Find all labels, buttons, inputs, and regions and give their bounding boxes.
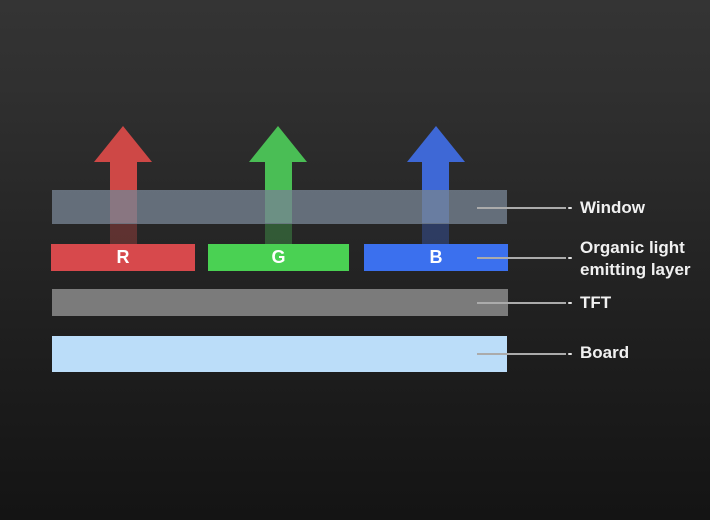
green-segment-label: G	[271, 247, 286, 267]
organic-layer-label: Organic light emitting layer	[580, 237, 691, 280]
organic-leader-line	[477, 257, 566, 259]
organic-layer-red-segment: R	[51, 244, 195, 271]
tft-label: TFT	[580, 293, 612, 312]
board-layer	[52, 336, 507, 372]
organic-layer-green-segment: G	[208, 244, 349, 271]
window-layer	[52, 190, 507, 224]
organic-leader-dot	[568, 256, 572, 259]
blue-arrow-shaft-faded	[422, 223, 449, 244]
green-up-arrow-icon	[249, 126, 307, 162]
tft-leader-dot	[568, 301, 572, 304]
board-leader-line	[477, 353, 566, 355]
tft-leader-line	[477, 302, 566, 304]
window-leader-dot	[568, 206, 572, 209]
organic-layer-label-line2: emitting layer	[580, 259, 691, 279]
blue-segment-label: B	[429, 247, 443, 267]
red-up-arrow-icon	[94, 126, 152, 162]
organic-layer-label-line1: Organic light	[580, 238, 685, 257]
board-label: Board	[580, 343, 630, 362]
tft-layer	[52, 289, 508, 316]
red-segment-label: R	[116, 247, 130, 267]
window-label: Window	[580, 198, 645, 217]
window-leader-line	[477, 207, 566, 209]
blue-up-arrow-icon	[407, 126, 465, 162]
board-leader-dot	[568, 352, 572, 355]
green-arrow-shaft-faded	[265, 223, 292, 244]
red-arrow-shaft-faded	[110, 223, 137, 244]
